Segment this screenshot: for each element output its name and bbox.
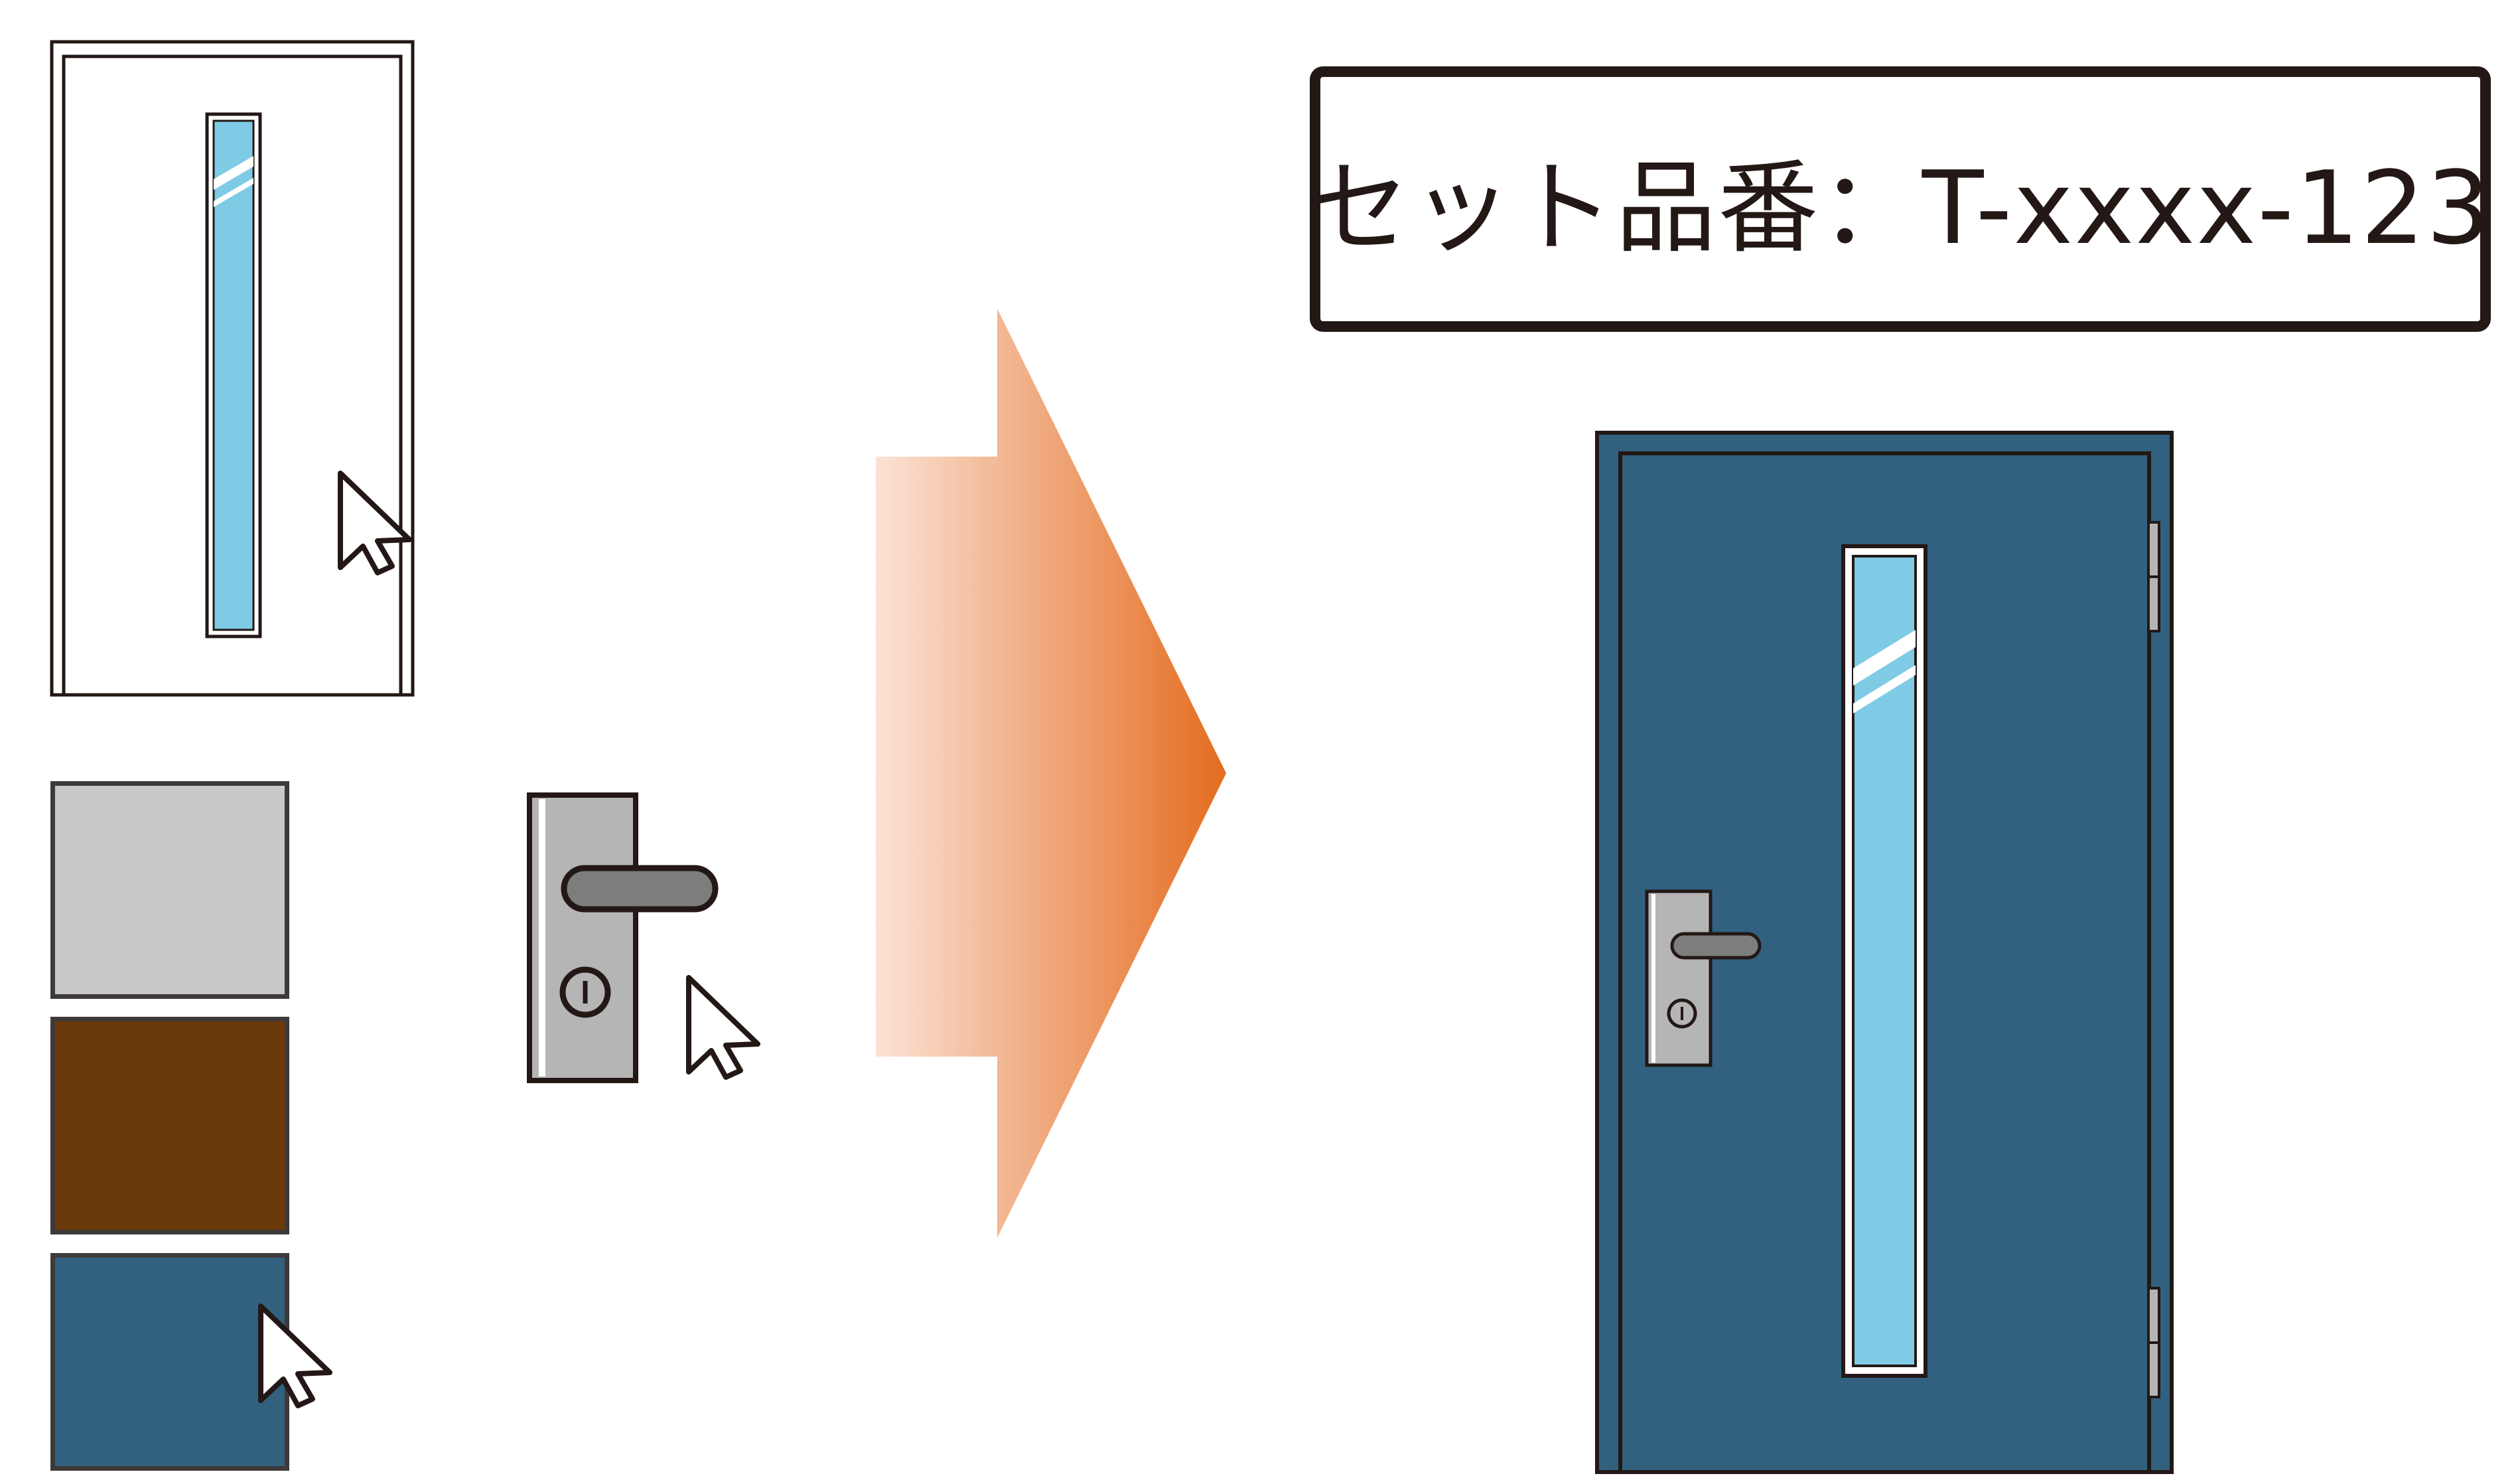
color-swatch-light-gray[interactable] <box>50 781 289 999</box>
result-door <box>1595 431 2174 1474</box>
product-code-box: セット品番：T-xxxx-123 <box>1308 66 2492 332</box>
color-swatch-brown[interactable] <box>50 1017 289 1234</box>
product-code-text: セット品番：T-xxxx-123 <box>1308 149 2492 267</box>
handle-option[interactable] <box>524 790 723 1088</box>
color-swatch-steel-blue[interactable] <box>50 1253 289 1471</box>
cursor-arrow-icon <box>258 1303 332 1408</box>
cursor-arrow-icon <box>686 975 760 1080</box>
cursor-arrow-icon <box>338 471 412 575</box>
result-arrow <box>876 309 1226 1238</box>
door-design-option[interactable] <box>46 37 418 700</box>
